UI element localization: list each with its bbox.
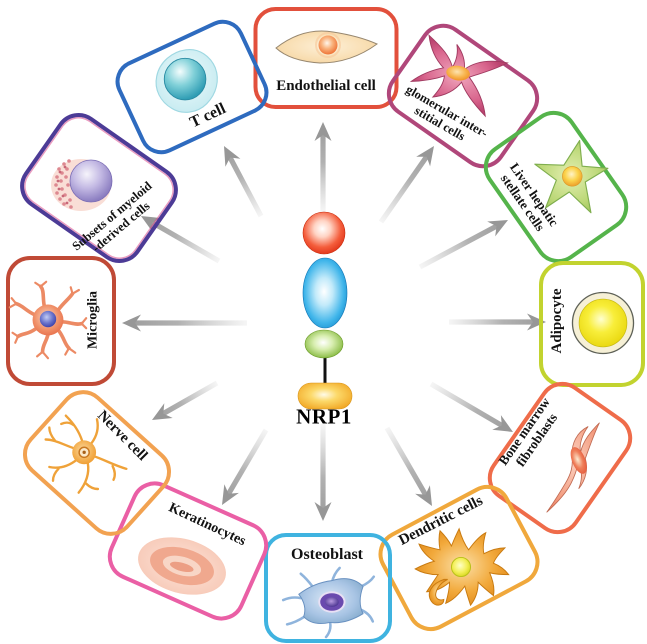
cell-label-microglia: Microglia: [85, 290, 101, 350]
bone-marrow-fibroblast-image: [546, 422, 600, 513]
cell-box-osteoblast: [264, 533, 392, 643]
cell-label-osteoblast: Osteoblast: [291, 546, 363, 564]
myeloid-cell-image: [51, 159, 113, 211]
nrp1-molecule: [297, 211, 353, 410]
cell-box-adipocyte: [539, 261, 645, 387]
nerve-cell-image: [44, 414, 128, 494]
glomerular-cell-image: [409, 34, 509, 118]
keratinocyte-cell-image: [138, 537, 226, 595]
liver-stellate-cell-image: [534, 139, 609, 214]
t-cell-image: [155, 49, 218, 113]
cell-box-endothelial: [253, 7, 399, 109]
microglia-cell-image: [8, 280, 88, 360]
osteoblast-cell-image: [281, 566, 376, 639]
cell-box-microglia: [6, 256, 116, 386]
adipocyte-cell-image: [571, 291, 635, 355]
nrp1-label: NRP1: [296, 404, 352, 429]
endothelial-cell-image: [275, 30, 378, 64]
cell-label-endothelial: Endothelial cell: [276, 77, 376, 94]
cell-label-adipocyte: Adipocyte: [548, 288, 565, 354]
dendritic-cell-image: [414, 527, 510, 607]
